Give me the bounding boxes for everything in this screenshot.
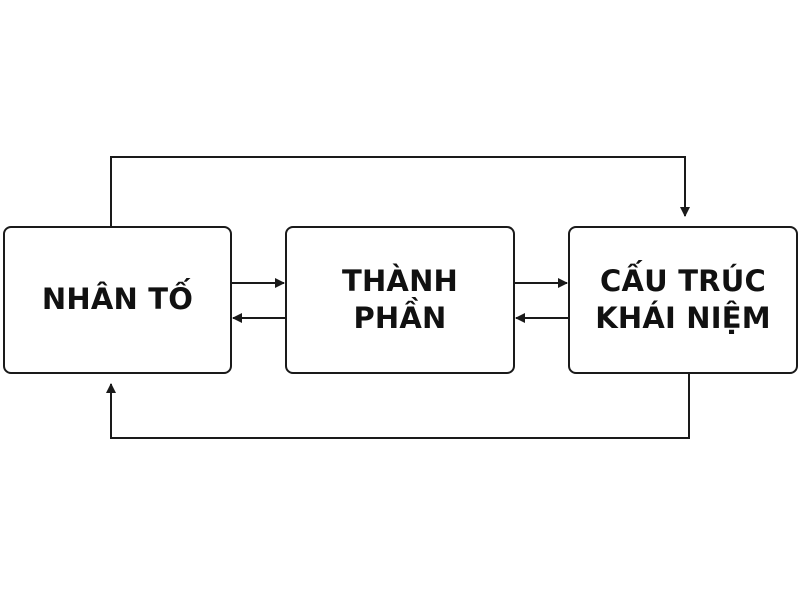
node-cau-truc-khai-niem: CẤU TRÚC KHÁI NIỆM	[568, 226, 798, 374]
node-thanh-phan-label-line-2: PHẦN	[353, 301, 447, 335]
node-nhan-to-label: NHÂN TỐ	[41, 282, 194, 317]
node-thanh-phan: THÀNH PHẦN	[285, 226, 515, 374]
arrow-bottom-loop-cau-truc-to-nhan-to	[106, 374, 690, 439]
node-cau-truc-label-line-1: CẤU TRÚC	[600, 263, 766, 298]
node-nhan-to: NHÂN TỐ	[3, 226, 232, 374]
node-cau-truc-label-line-2: KHÁI NIỆM	[595, 301, 771, 335]
node-thanh-phan-label-line-1: THÀNH	[341, 263, 459, 298]
arrow-top-loop-nhan-to-to-cau-truc	[110, 156, 690, 226]
